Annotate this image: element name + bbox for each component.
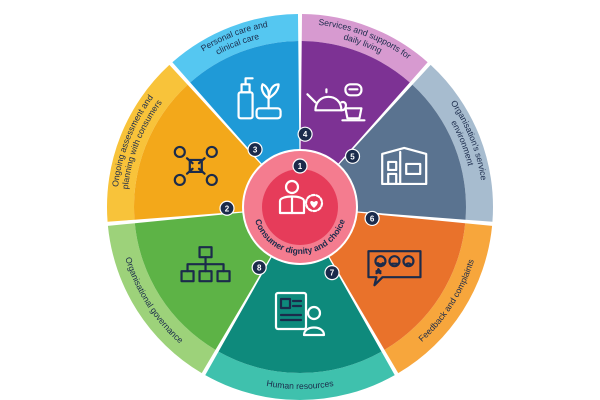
segment-7-label-line-1: Human resources [266,378,334,391]
center-person-icon [278,179,324,215]
medicine-bottle-plant-icon [237,77,282,120]
org-chart-icon [180,246,231,283]
rating-faces-icon [367,250,422,287]
segment-5-badge: 5 [344,148,361,164]
segment-3-inner [190,41,300,164]
segment-5-inner [339,84,466,220]
segment-4-badge: 4 [297,126,313,142]
svg-text:1: 1 [298,162,303,171]
svg-text:5: 5 [350,152,355,161]
svg-text:8: 8 [257,264,262,273]
segment-3-outer-band [172,14,299,83]
svg-text:2: 2 [225,204,230,213]
svg-text:4: 4 [303,130,308,139]
segment-6-outer-band [384,223,493,374]
segment-7-badge: 7 [324,265,340,281]
segment-6-badge: 6 [364,210,380,227]
segment-6-inner [329,212,466,350]
segment-3-badge: 3 [247,141,263,158]
resume-person-icon [274,291,326,337]
badges-layer: 2 3 4 5 6 7 8 1 [219,126,380,281]
people-network-icon [173,145,218,187]
segment-4-outer-band [301,14,428,83]
svg-text:6: 6 [370,214,375,223]
teapot-cup-icon [306,83,366,122]
center-disc [262,169,338,245]
svg-text:3: 3 [253,145,258,154]
segment-4-inner [300,41,410,164]
center-badge: 1 [292,158,308,174]
segment-8-outer-band [107,223,216,374]
segment-2-inner [134,84,261,220]
segment-2-outer-band [106,64,188,222]
segment-7-outer-band [205,351,395,400]
icons-layer [173,77,428,337]
svg-text:7: 7 [330,269,335,278]
segment-8-badge: 8 [251,259,267,276]
segment-5-outer-band [412,64,493,222]
building-icon [381,146,428,186]
segment-2-badge: 2 [219,200,235,216]
